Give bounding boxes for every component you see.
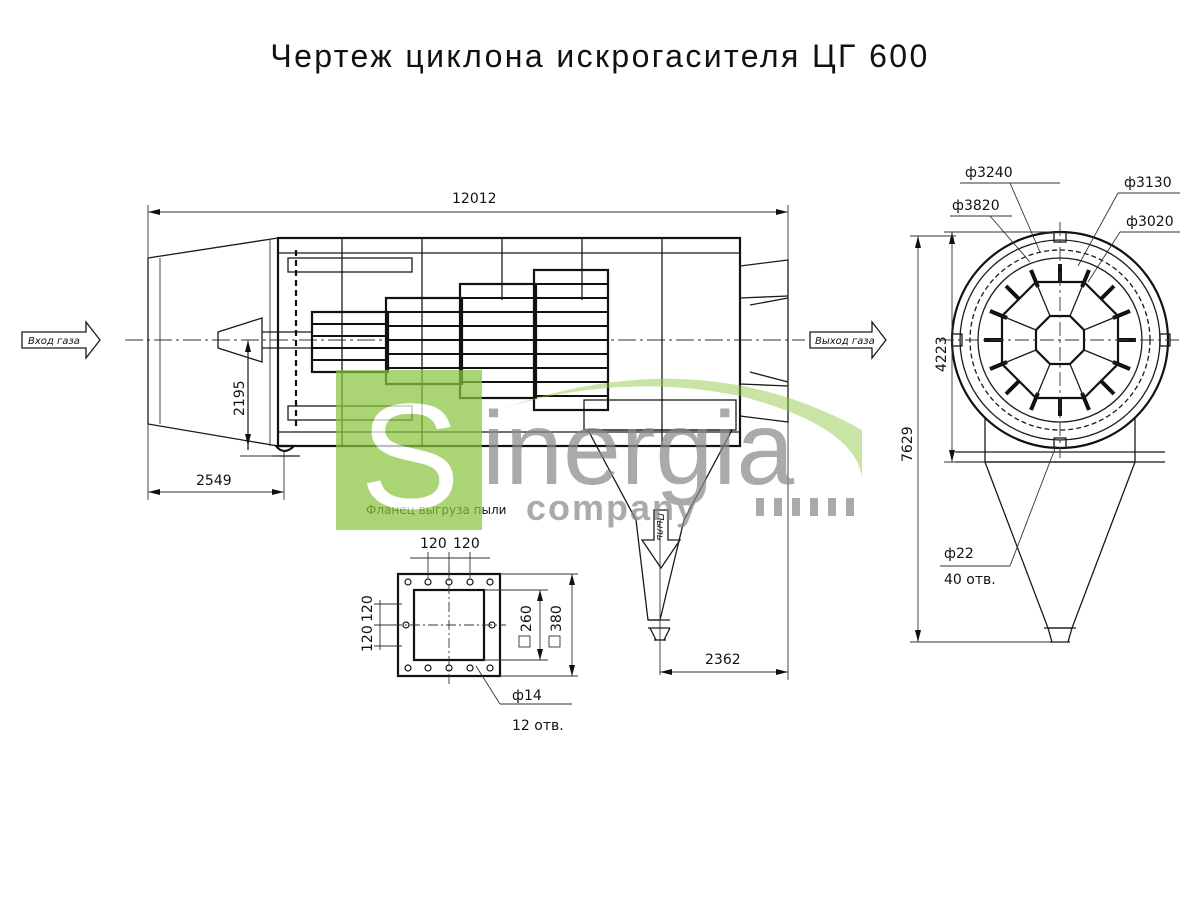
- dim-inner: 260: [519, 605, 535, 632]
- dim-total-length: 12012: [147, 191, 789, 260]
- louver-slats: [312, 283, 608, 397]
- dim-side-a: 120: [360, 595, 376, 622]
- dim-pitch-b: 120: [453, 536, 480, 552]
- outlet-arrow: [809, 320, 887, 360]
- dim-height-4223: 4223: [934, 231, 1060, 463]
- dim-side-b: 120: [360, 625, 376, 652]
- svg-text:7629: 7629: [900, 426, 916, 462]
- inlet-arrow: [21, 320, 101, 360]
- dim-holes-40: 40 отв.: [944, 572, 996, 588]
- svg-text:inergia: inergia: [482, 391, 794, 507]
- svg-text:12012: 12012: [452, 191, 497, 207]
- front-view: ф3240 ф3820 ф3130 ф3020 ф22 40 отв. 4223…: [900, 165, 1180, 643]
- svg-text:2195: 2195: [232, 380, 248, 416]
- dim-inlet-length: 2549: [147, 424, 285, 500]
- sinergia-logo: S inergia company: [336, 370, 862, 540]
- dim-inlet-height: 2195: [232, 340, 278, 457]
- dim-d22: ф22: [944, 546, 974, 562]
- page-title: Чертеж циклона искрогасителя ЦГ 600: [270, 38, 930, 74]
- svg-text:2549: 2549: [196, 473, 232, 489]
- dust-label: Пыль: [654, 513, 665, 541]
- dim-d14: ф14: [512, 688, 542, 704]
- dim-pitch-a: 120: [420, 536, 447, 552]
- dim-d3020: ф3020: [1126, 214, 1174, 230]
- dim-holes-12: 12 отв.: [512, 718, 564, 734]
- svg-text:S: S: [360, 372, 460, 540]
- svg-text:company: company: [526, 487, 698, 528]
- dim-hopper-offset: 2362: [660, 422, 789, 680]
- dim-d3130: ф3130: [1124, 175, 1172, 191]
- svg-text:2362: 2362: [705, 652, 741, 668]
- diameter-leaders: [940, 182, 1180, 567]
- dim-d3240: ф3240: [965, 165, 1013, 181]
- dim-outer: 380: [549, 605, 565, 632]
- dim-d3820: ф3820: [952, 198, 1000, 214]
- dim-height-7629: 7629: [900, 235, 1050, 643]
- svg-text:4223: 4223: [934, 336, 950, 372]
- outlet-label: Выход газа: [815, 336, 875, 347]
- inlet-label: Вход газа: [28, 336, 80, 347]
